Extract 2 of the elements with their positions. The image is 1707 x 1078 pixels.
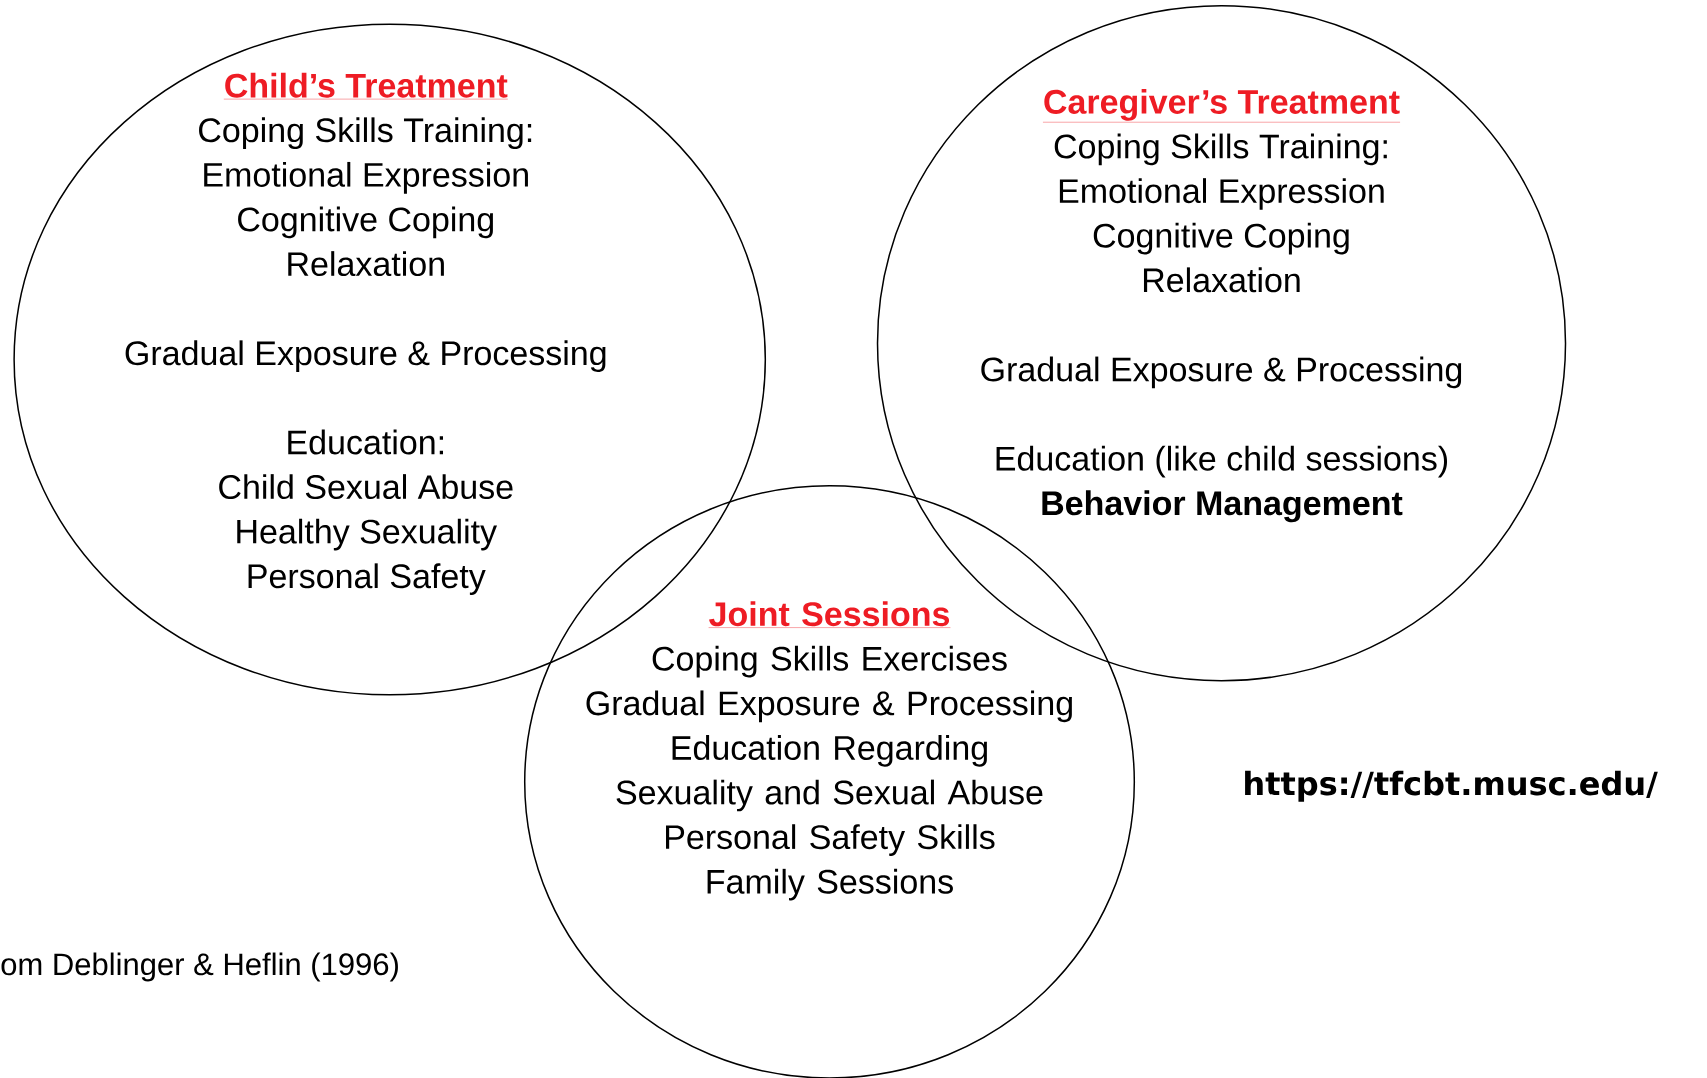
citation: om Deblinger & Heflin (1996) bbox=[1, 952, 398, 982]
web-address: https://tfcbt.musc.edu/ bbox=[1245, 770, 1658, 802]
